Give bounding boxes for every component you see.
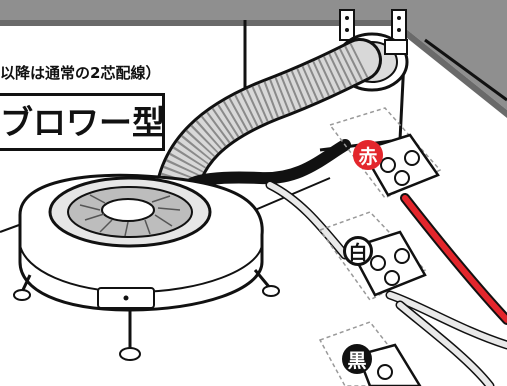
blower-unit bbox=[13, 173, 280, 361]
wall-line-right bbox=[424, 38, 507, 102]
white-terminal-badge: 白 bbox=[343, 236, 373, 266]
red-wire-core bbox=[402, 195, 507, 323]
terminal-block-black bbox=[318, 321, 422, 386]
ceiling-panel bbox=[0, 0, 507, 110]
flexible-duct bbox=[153, 38, 382, 232]
terminal-block-white bbox=[318, 211, 427, 301]
terminal-block-red bbox=[328, 107, 442, 199]
red-terminal-badge: 赤 bbox=[353, 140, 383, 170]
wiring-caption: 以降は通常の2芯配線） bbox=[0, 64, 161, 82]
title-box bbox=[0, 93, 165, 151]
black-terminal-badge: 黒 bbox=[342, 344, 372, 374]
blower-type-title: ブロワー型 bbox=[0, 103, 165, 142]
grey-wires bbox=[265, 180, 507, 386]
